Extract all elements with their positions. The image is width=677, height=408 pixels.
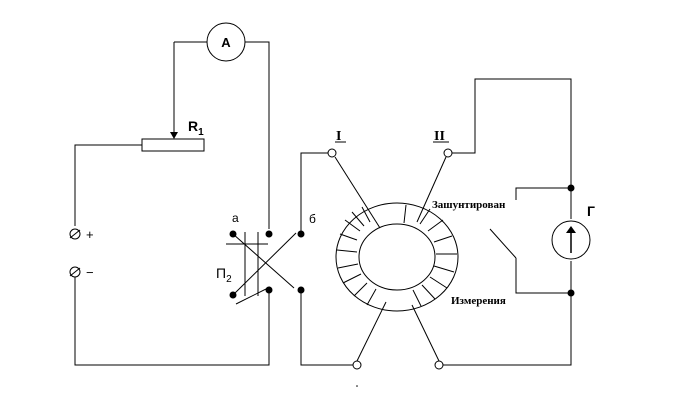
stray-dot [356,385,358,387]
terminal-minus-label: − [86,265,94,280]
r1-label: R1 [188,118,204,138]
power-terminals: + − [69,227,270,366]
contact-b-label: б [309,212,316,226]
ammeter-symbol [206,22,246,62]
terminal-plus-label: + [86,227,94,242]
winding-2-label: II [434,129,445,144]
galvanometer-label: Г [587,203,595,219]
contact-a-label: а [232,211,239,225]
winding-1-label: I [336,129,341,144]
terminal-bottom-right [434,360,444,370]
measurement-label: Измерения [451,295,506,307]
terminal-bottom-left [352,360,362,370]
terminal-winding-1 [327,148,337,158]
galvanometer-branch: Г Зашунтирован Измерения [432,184,595,366]
reversing-switch-p2: а б П2 [216,211,316,305]
rheostat-r1: R1 [74,118,205,226]
shunted-label: Зашунтирован [432,199,506,211]
ammeter-branch: A [170,22,270,229]
rheostat-body [141,138,205,152]
toroid-winding-turns [336,204,457,307]
terminal-winding-2 [443,148,453,158]
toroid-leads: I II [300,78,572,370]
toroid-core [335,202,459,312]
switch-p2-label: П2 [216,265,232,285]
ammeter-label: A [221,35,231,50]
